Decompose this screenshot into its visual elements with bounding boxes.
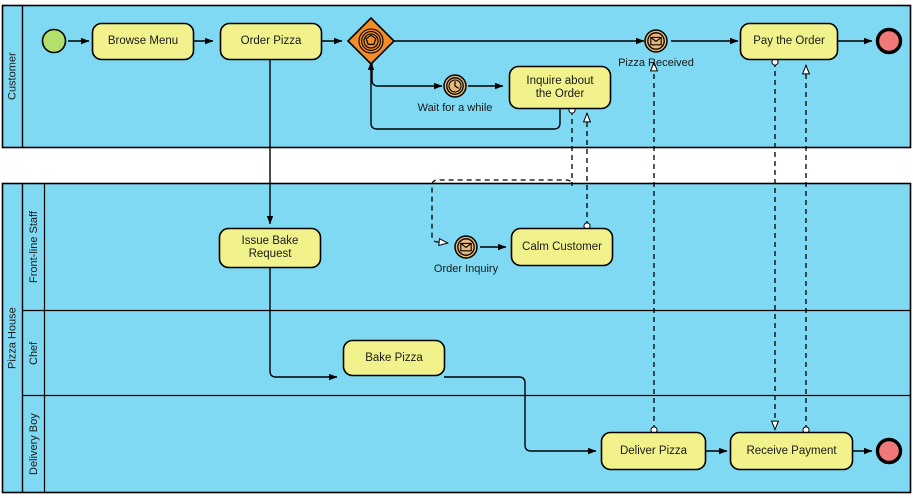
message-flows <box>431 62 806 430</box>
start-event-customer[interactable] <box>41 28 67 54</box>
task-pay-the-order[interactable] <box>739 22 839 61</box>
task-issue-bake-request[interactable] <box>218 227 322 269</box>
task-bake-pizza[interactable] <box>342 339 446 377</box>
msgflow-inquire-to-order-inquiry <box>431 110 572 243</box>
lane-label-front-line-staff: Front-line Staff <box>28 211 40 284</box>
event-label-wait-for-a-while: Wait for a while <box>417 102 493 114</box>
event-label-order-inquiry: Order Inquiry <box>433 263 499 275</box>
task-calm-customer[interactable] <box>510 227 614 267</box>
task-deliver-pizza[interactable] <box>600 431 707 471</box>
event-based-gateway[interactable] <box>346 16 396 66</box>
pool-label-pizza-house: Pizza House <box>6 307 19 370</box>
timer-intermediate-event[interactable] <box>443 74 467 98</box>
message-intermediate-event-pizza-received[interactable] <box>644 29 668 53</box>
task-inquire-about-the-order[interactable] <box>508 65 612 110</box>
flow-bake-to-deliver <box>444 376 597 455</box>
sequence-flows-pizza-house <box>266 59 873 455</box>
message-start-event-order-inquiry[interactable] <box>454 235 478 259</box>
lane-label-chef: Chef <box>28 341 40 366</box>
end-event-delivery[interactable] <box>875 437 903 465</box>
end-event-customer[interactable] <box>875 27 903 55</box>
tasks <box>91 22 854 471</box>
flow-issue-bake-to-bake <box>269 268 338 381</box>
task-order-pizza[interactable] <box>219 22 323 61</box>
task-browse-menu[interactable] <box>91 22 195 61</box>
flow-gateway-to-timer <box>371 59 443 90</box>
event-label-pizza-received: Pizza Received <box>618 57 694 69</box>
task-receive-payment[interactable] <box>729 431 854 471</box>
pool-label-customer: Customer <box>6 52 19 101</box>
lane-label-delivery-boy: Delivery Boy <box>28 413 40 476</box>
